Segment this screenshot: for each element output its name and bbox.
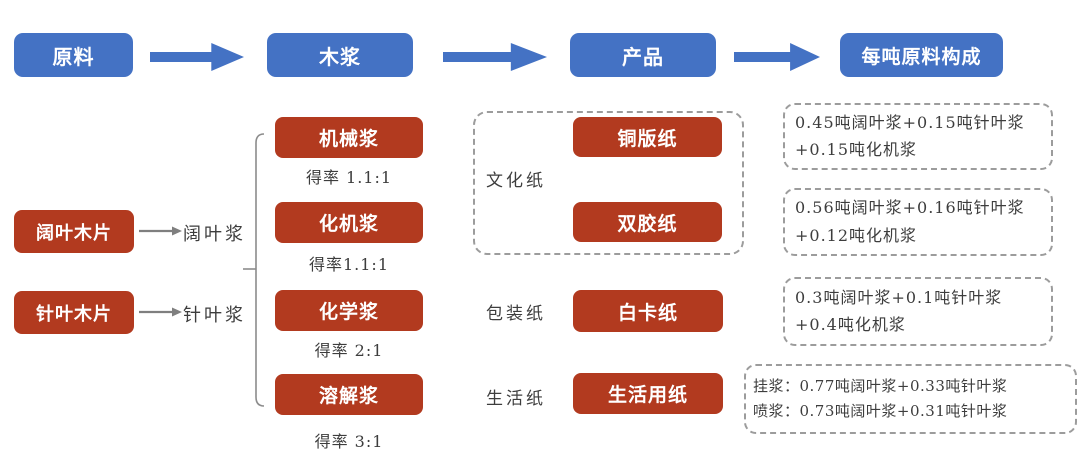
yield-label: 得率 3:1 bbox=[314, 432, 384, 451]
yield-label: 得率1.1:1 bbox=[308, 255, 390, 274]
group-label-packaging-paper: 包装纸 bbox=[486, 304, 546, 324]
pulp-box-mechanical: 机械浆 bbox=[275, 117, 423, 158]
product-label: 双胶纸 bbox=[617, 213, 678, 235]
pulp-box-dissolving: 溶解浆 bbox=[275, 374, 423, 415]
product-label: 生活用纸 bbox=[607, 385, 688, 406]
pulp-stream-label-softwood: 针叶浆 bbox=[183, 305, 246, 326]
product-box-household-paper: 生活用纸 bbox=[573, 373, 723, 414]
stage-wood-pulp: 木浆 bbox=[267, 33, 413, 77]
flow-arrow-icon bbox=[734, 43, 820, 71]
pulp-box-chemical: 化学浆 bbox=[275, 290, 423, 331]
composition-box-household: 挂浆：0.77吨阔叶浆+0.33吨针叶浆 喷浆：0.73吨阔叶浆+0.31吨针叶… bbox=[744, 364, 1077, 434]
brace-bracket-icon bbox=[243, 133, 265, 407]
composition-box-offset: 0.56吨阔叶浆+0.16吨针叶浆 +0.12吨化机浆 bbox=[783, 188, 1053, 256]
pulp-box-chemimechanical: 化机浆 bbox=[275, 202, 423, 243]
product-box-white-cardboard: 白卡纸 bbox=[573, 290, 723, 332]
pulp-label: 机械浆 bbox=[318, 129, 379, 150]
raw-material-label: 针叶木片 bbox=[36, 303, 112, 324]
group-label-household-paper: 生活纸 bbox=[486, 389, 546, 409]
pulp-label: 溶解浆 bbox=[318, 386, 379, 407]
pulp-label: 化学浆 bbox=[318, 302, 379, 323]
composition-line: 0.45吨阔叶浆+0.15吨针叶浆 bbox=[795, 112, 1025, 132]
stage-composition: 每吨原料构成 bbox=[840, 33, 1003, 77]
flow-arrow-icon bbox=[443, 43, 547, 71]
stage-raw-materials: 原料 bbox=[14, 33, 133, 77]
composition-box-coated: 0.45吨阔叶浆+0.15吨针叶浆 +0.15吨化机浆 bbox=[783, 103, 1053, 170]
composition-line: 0.56吨阔叶浆+0.16吨针叶浆 bbox=[795, 198, 1025, 218]
composition-box-white-cardboard: 0.3吨阔叶浆+0.1吨针叶浆 +0.4吨化机浆 bbox=[783, 277, 1053, 346]
stage-products: 产品 bbox=[570, 33, 716, 77]
culture-paper-group bbox=[473, 111, 744, 255]
flow-arrow-icon bbox=[150, 43, 244, 71]
product-box-offset-paper: 双胶纸 bbox=[573, 202, 722, 242]
stage-label: 产品 bbox=[622, 46, 664, 69]
arrow-right-icon bbox=[139, 226, 182, 236]
yield-label: 得率 1.1:1 bbox=[305, 168, 393, 187]
stage-label: 木浆 bbox=[319, 46, 361, 69]
raw-material-label: 阔叶木片 bbox=[36, 222, 112, 243]
composition-line: +0.15吨化机浆 bbox=[795, 140, 918, 159]
yield-label: 得率 2:1 bbox=[314, 341, 384, 360]
product-box-coated-paper: 铜版纸 bbox=[573, 117, 722, 157]
pulp-stream-label-broadleaf: 阔叶浆 bbox=[183, 224, 246, 245]
pulp-label: 化机浆 bbox=[318, 214, 379, 235]
group-label-culture-paper: 文化纸 bbox=[486, 171, 546, 191]
stage-label: 每吨原料构成 bbox=[861, 46, 982, 68]
product-label: 白卡纸 bbox=[617, 302, 678, 324]
composition-line: +0.12吨化机浆 bbox=[795, 225, 918, 245]
composition-line: 0.3吨阔叶浆+0.1吨针叶浆 bbox=[795, 287, 1003, 307]
raw-material-box-broadleaf: 阔叶木片 bbox=[14, 210, 134, 253]
arrow-right-icon bbox=[139, 307, 182, 317]
composition-line: +0.4吨化机浆 bbox=[795, 315, 906, 334]
raw-material-box-softwood: 针叶木片 bbox=[14, 291, 134, 334]
composition-line: 挂浆：0.77吨阔叶浆+0.33吨针叶浆 bbox=[753, 376, 1008, 395]
stage-label: 原料 bbox=[52, 46, 95, 69]
composition-line: 喷浆：0.73吨阔叶浆+0.31吨针叶浆 bbox=[753, 402, 1008, 420]
product-label: 铜版纸 bbox=[617, 128, 678, 150]
